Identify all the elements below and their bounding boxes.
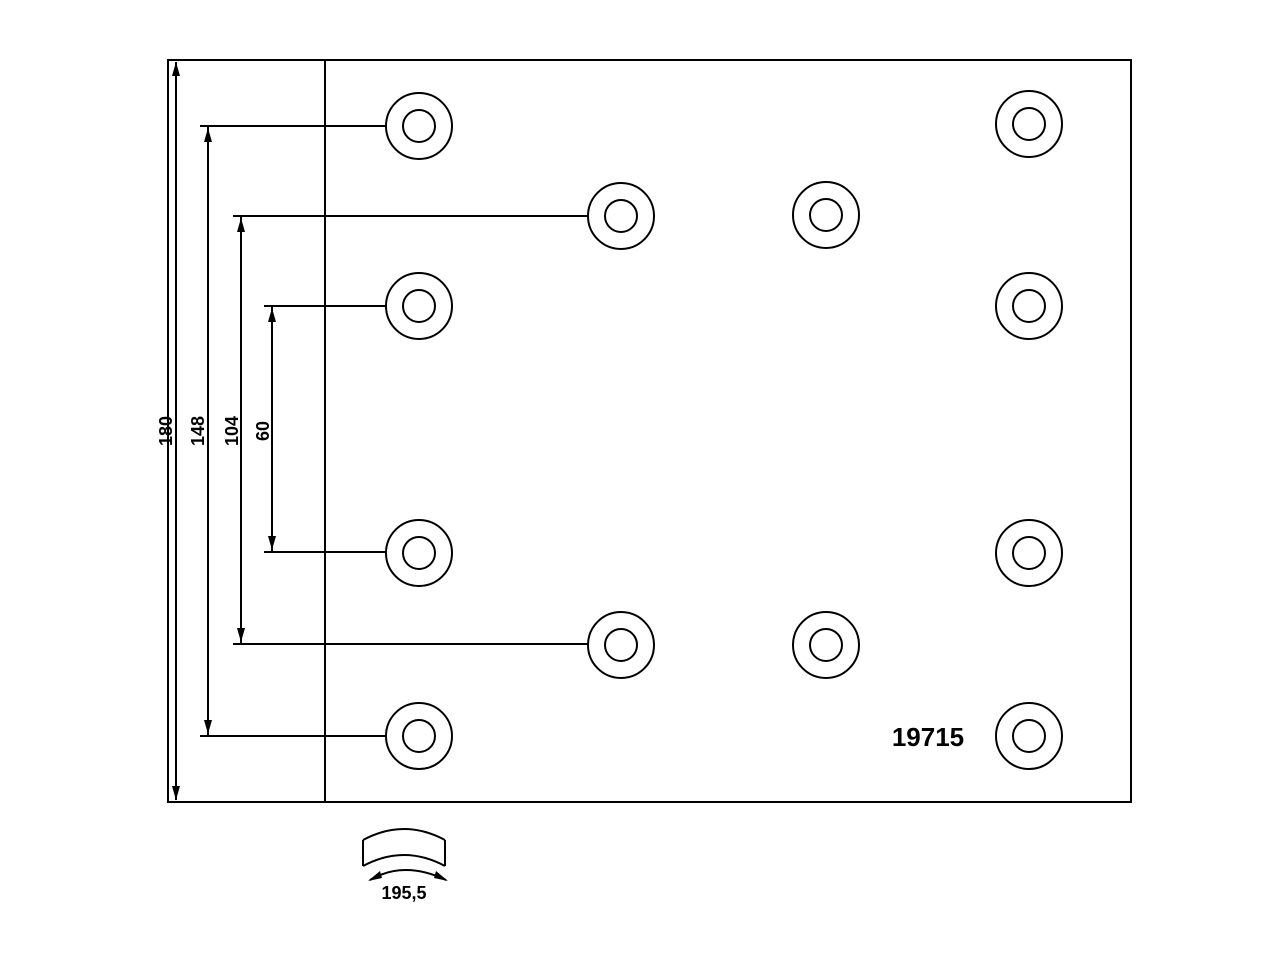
rivet-hole (792, 181, 860, 249)
rivet-hole (385, 519, 453, 587)
dim-label-holes-outer: 148 (188, 416, 208, 446)
arc-width-symbol: 195,5 (362, 828, 448, 903)
rivet-hole (587, 182, 655, 250)
rivet-hole (385, 92, 453, 160)
rivet-hole (587, 611, 655, 679)
dim-overall-height: 180 (156, 62, 180, 800)
rivet-hole (995, 272, 1063, 340)
dim-holes-inner: 60 (253, 305, 386, 553)
dim-holes-middle: 104 (222, 215, 588, 645)
dim-label-holes-inner: 60 (253, 421, 273, 441)
rivet-hole (995, 519, 1063, 587)
dim-label-holes-middle: 104 (222, 416, 242, 446)
rivet-holes (385, 90, 1063, 770)
dim-label-overall-height: 180 (156, 416, 176, 446)
rivet-hole (995, 702, 1063, 770)
dim-label-arc-width: 195,5 (381, 883, 426, 903)
part-number: 19715 (892, 722, 964, 752)
rivet-hole (385, 272, 453, 340)
rivet-hole (995, 90, 1063, 158)
plate-outline (167, 59, 1132, 803)
rivet-hole (792, 611, 860, 679)
rivet-hole (385, 702, 453, 770)
dim-holes-outer: 148 (188, 125, 386, 737)
